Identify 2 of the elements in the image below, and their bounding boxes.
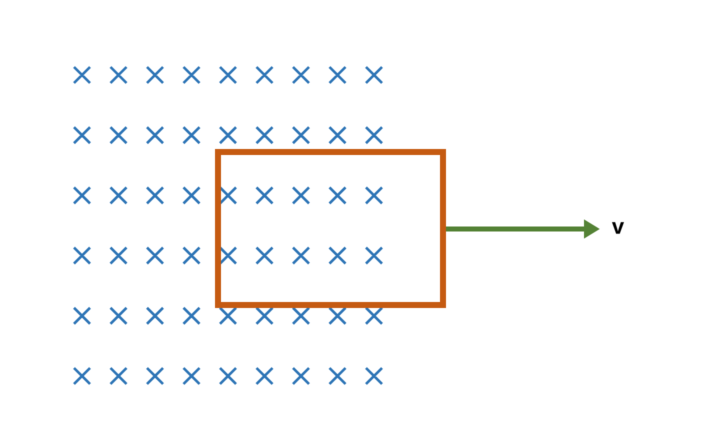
conducting-loop [215, 149, 446, 308]
velocity-label: v [612, 222, 624, 234]
